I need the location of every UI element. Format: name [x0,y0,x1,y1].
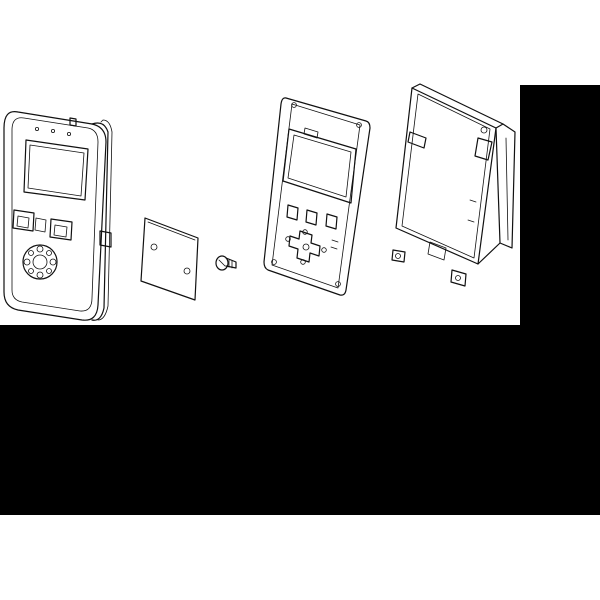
rear-bracket [391,83,516,287]
mask-right-strip [520,85,600,330]
mask-bottom-band [0,325,600,515]
pcb-board [263,97,371,296]
cover-plate [140,217,199,301]
front-bezel [3,110,113,321]
screw [215,255,237,271]
